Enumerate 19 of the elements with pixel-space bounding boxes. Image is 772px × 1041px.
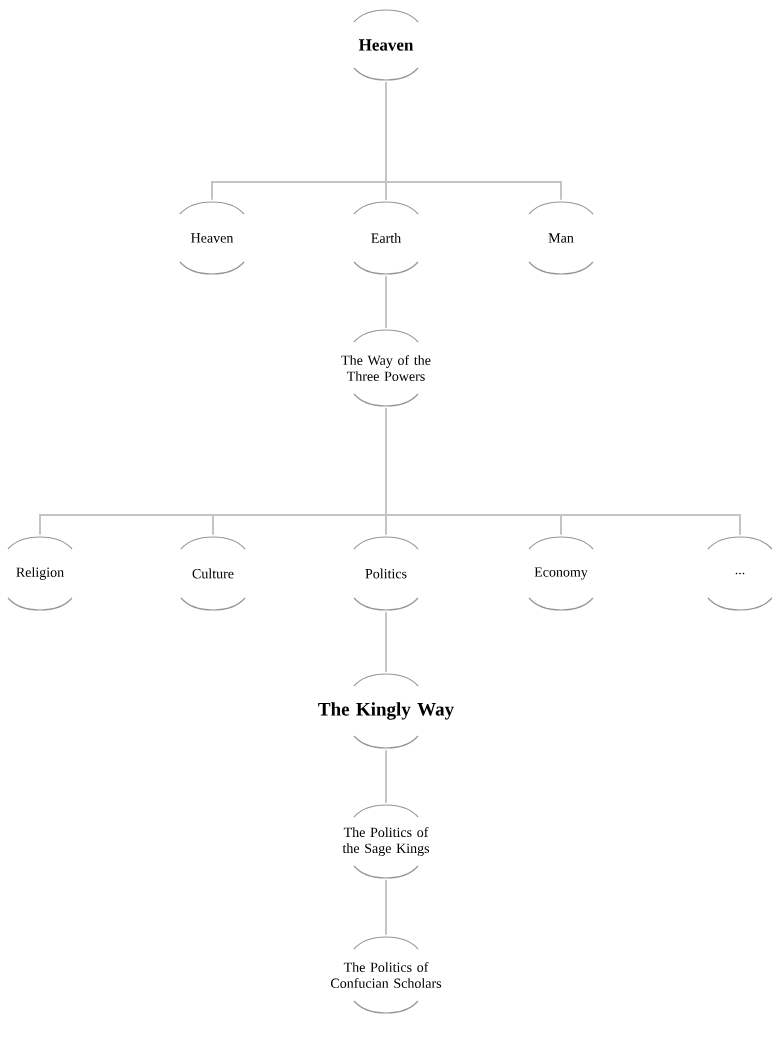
- connector-line: [385, 81, 562, 201]
- tree-node: Religion: [7, 536, 73, 611]
- tree-node: ...: [707, 536, 772, 611]
- tree-node: The Kingly Way: [318, 673, 454, 749]
- tree-node: The Politics of the Sage Kings: [342, 804, 430, 879]
- connector-line: [385, 407, 741, 536]
- connector-line: [385, 749, 387, 804]
- tree-node: Culture: [180, 536, 246, 611]
- tree-node: Economy: [528, 536, 594, 611]
- connector-line: [385, 879, 387, 936]
- tree-node: The Way of the Three Powers: [341, 329, 431, 407]
- tree-node: Politics: [353, 536, 419, 611]
- tree-node: Earth: [353, 201, 419, 275]
- tree-node: The Politics of Confucian Scholars: [331, 936, 442, 1014]
- tree-node: Man: [528, 201, 594, 275]
- connector-line: [385, 611, 387, 673]
- tree-node: Heaven: [179, 201, 245, 275]
- tree-node: Heaven: [353, 9, 419, 81]
- connector-line: [385, 275, 387, 329]
